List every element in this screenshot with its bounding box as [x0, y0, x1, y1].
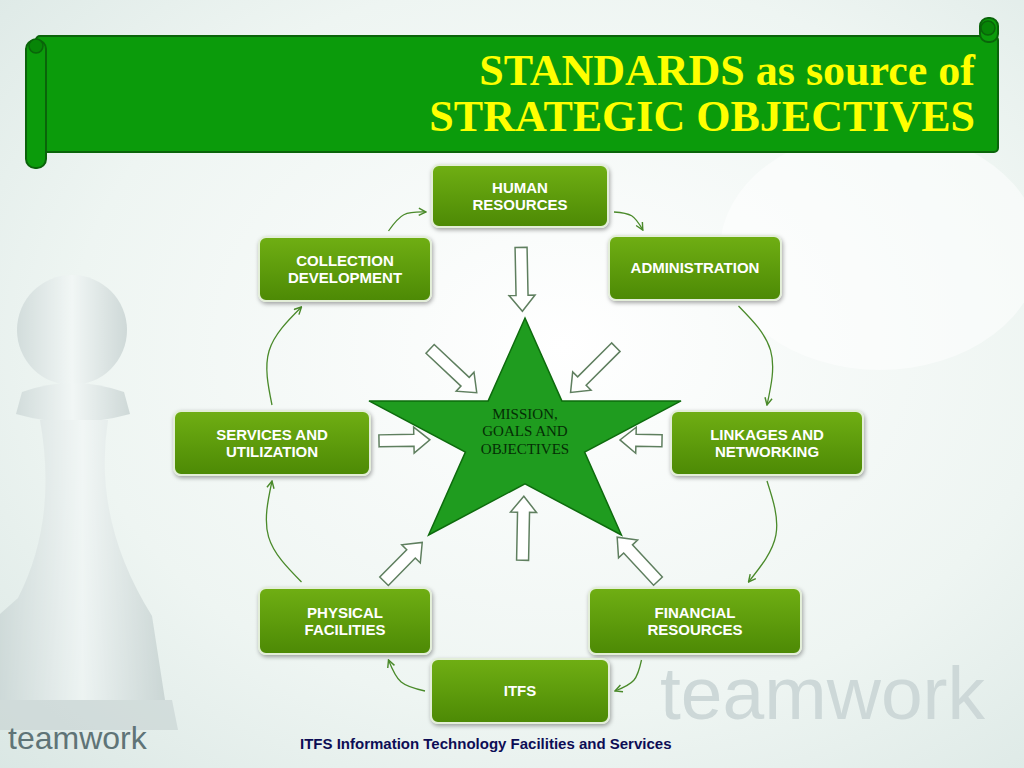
box-label: ADMINISTRATION — [620, 259, 770, 276]
cycle-arrow — [266, 481, 301, 582]
box-label: COLLECTION DEVELOPMENT — [270, 252, 420, 287]
standard-box: ITFS — [430, 658, 610, 724]
title-banner — [26, 18, 998, 168]
standard-box: COLLECTION DEVELOPMENT — [258, 236, 432, 302]
standard-box: PHYSICAL FACILITIES — [258, 587, 432, 655]
cycle-arrow — [389, 660, 426, 691]
cycle-arrow — [614, 212, 643, 230]
block-arrow — [380, 542, 422, 585]
footer-note: ITFS Information Technology Facilities a… — [300, 736, 671, 751]
standard-box: FINANCIAL RESOURCES — [588, 587, 802, 655]
box-label: ITFS — [445, 682, 595, 699]
block-arrow — [426, 344, 477, 392]
box-label: FINANCIAL RESOURCES — [615, 604, 775, 639]
block-arrow — [509, 247, 535, 311]
block-arrow — [379, 427, 430, 453]
box-label: HUMAN RESOURCES — [455, 179, 585, 214]
standard-box: LINKAGES AND NETWORKING — [670, 410, 864, 476]
block-arrow — [571, 343, 621, 392]
cycle-arrow — [749, 481, 777, 582]
standard-box: ADMINISTRATION — [608, 235, 782, 301]
block-arrow — [617, 537, 662, 585]
star-label: MISSION, GOALS AND OBJECTIVES — [469, 406, 581, 458]
box-label: SERVICES AND UTILIZATION — [187, 426, 357, 461]
slide-title: STANDARDS as source of STRATEGIC OBJECTI… — [375, 48, 975, 140]
logo-text: teamwork — [8, 722, 147, 754]
cycle-arrow — [739, 306, 773, 405]
box-label: PHYSICAL FACILITIES — [280, 604, 410, 639]
pawn-picture — [0, 275, 178, 730]
star-outline — [369, 318, 681, 535]
standard-box: HUMAN RESOURCES — [431, 164, 609, 228]
block-arrow — [620, 427, 662, 453]
watermark: teamwork — [660, 656, 985, 731]
box-label: LINKAGES AND NETWORKING — [687, 426, 847, 461]
block-arrow — [511, 496, 537, 560]
cycle-arrow — [389, 212, 427, 231]
standard-box: SERVICES AND UTILIZATION — [173, 410, 371, 476]
cycle-arrow — [267, 307, 302, 405]
mission-star: MISSION, GOALS AND OBJECTIVES — [369, 318, 681, 535]
cycle-arrow — [615, 660, 642, 691]
